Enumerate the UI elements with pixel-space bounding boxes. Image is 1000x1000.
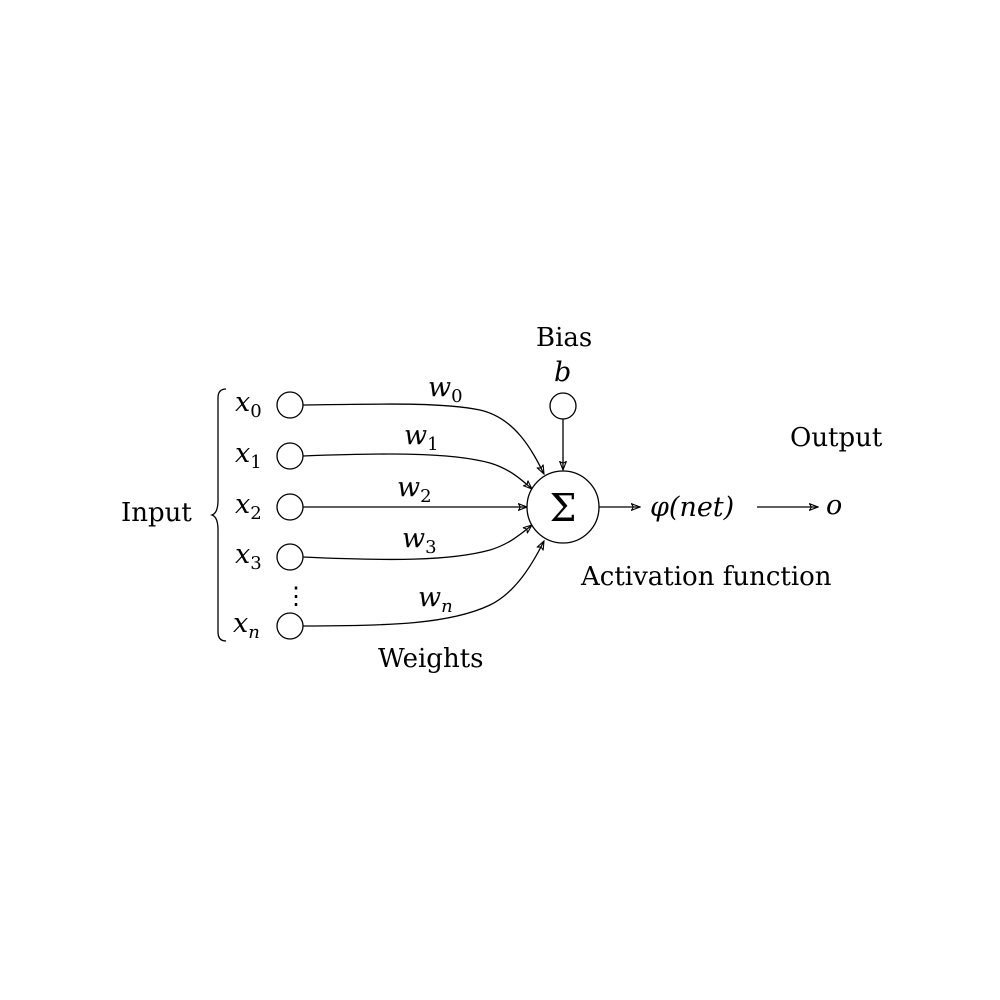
svg-text:w0: w0 xyxy=(428,372,463,407)
input-label: Input xyxy=(121,498,192,528)
bias-node xyxy=(549,392,577,420)
weight-w3-label: w3 xyxy=(402,523,437,558)
bias-label: Bias xyxy=(536,323,592,353)
input-node-x2 xyxy=(276,493,304,521)
edge-xn-to-sum xyxy=(302,541,544,627)
input-x0-label: x0 xyxy=(235,387,262,422)
svg-text:xn: xn xyxy=(233,608,260,643)
input-node-x3 xyxy=(276,543,304,571)
input-x2-label: x2 xyxy=(235,489,262,524)
activation-function-label: Activation function xyxy=(580,562,832,592)
input-brace xyxy=(209,388,227,642)
sigma-symbol: Σ xyxy=(550,486,577,530)
weight-w1-label: w1 xyxy=(404,420,439,455)
activation-expression: φ(net) xyxy=(650,492,734,523)
svg-text:w3: w3 xyxy=(402,523,437,558)
svg-text:x2: x2 xyxy=(235,489,262,524)
output-label: Output xyxy=(790,423,883,453)
svg-text:wn: wn xyxy=(418,582,453,617)
edge-x0-to-sum xyxy=(302,403,544,474)
output-symbol: o xyxy=(826,490,842,521)
input-xn-label: xn xyxy=(233,608,260,643)
svg-text:x0: x0 xyxy=(235,387,262,422)
svg-text:x1: x1 xyxy=(235,438,262,473)
svg-text:x3: x3 xyxy=(235,539,262,574)
input-node-xn xyxy=(276,612,304,640)
input-x3-label: x3 xyxy=(235,539,262,574)
bias-symbol: b xyxy=(554,357,571,388)
weights-label: Weights xyxy=(378,644,484,674)
weight-w0-label: w0 xyxy=(428,372,463,407)
weight-w2-label: w2 xyxy=(397,472,432,507)
edge-x3-to-sum xyxy=(302,525,532,561)
svg-text:w2: w2 xyxy=(397,472,432,507)
weight-wn-label: wn xyxy=(418,582,453,617)
input-x1-label: x1 xyxy=(235,438,262,473)
edge-x1-to-sum xyxy=(302,453,532,489)
input-node-x0 xyxy=(276,391,304,419)
input-node-x1 xyxy=(276,442,304,470)
svg-text:w1: w1 xyxy=(404,420,439,455)
ellipsis-dots: ⋮ xyxy=(284,582,308,610)
